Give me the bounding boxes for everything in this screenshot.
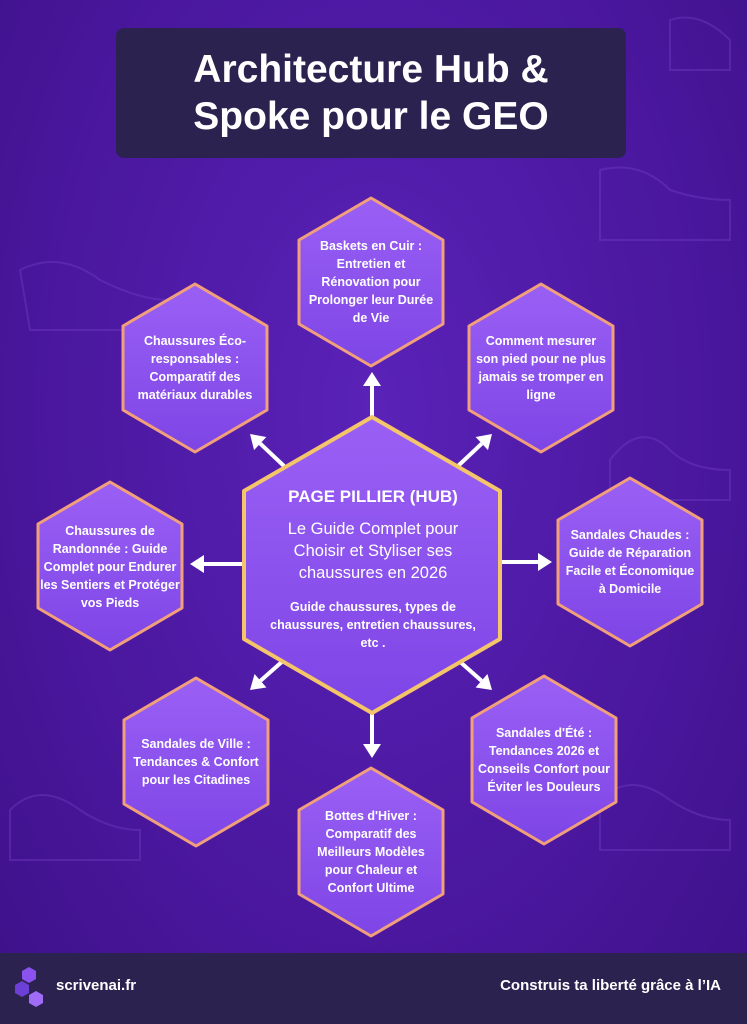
spoke-bottom-right-label: Sandales d'Été : Tendances 2026 et Conse… (478, 726, 610, 794)
hub-keywords: Guide chaussures, types de chaussures, e… (270, 600, 476, 650)
hexagon-right (556, 476, 704, 648)
spoke-left-label: Chaussures de Randonnée : Guide Complet … (40, 524, 180, 610)
hexagon-left (36, 480, 184, 652)
hexagon-top (297, 196, 445, 368)
spoke-top-left: Chaussures Éco-responsables : Comparatif… (128, 318, 262, 418)
spoke-top-left-label: Chaussures Éco-responsables : Comparatif… (137, 334, 253, 402)
hub-hexagon (242, 415, 502, 715)
hexagon-top-left (121, 282, 269, 454)
spoke-top-label: Baskets en Cuir : Entretien et Rénovatio… (308, 239, 434, 325)
spoke-bottom-right: Sandales d'Été : Tendances 2026 et Conse… (478, 708, 610, 812)
spoke-left: Chaussures de Randonnée : Guide Complet … (40, 512, 180, 622)
arrow-to-left (190, 555, 244, 573)
spoke-bottom-left-label: Sandales de Ville : Tendances & Confort … (133, 737, 259, 787)
spoke-bottom-label: Bottes d'Hiver : Comparatif des Meilleur… (317, 809, 425, 895)
title-panel: Architecture Hub & Spoke pour le GEO (116, 28, 626, 158)
footer-bar: scrivenai.fr Construis ta liberté grâce … (0, 953, 747, 1024)
spoke-right-label: Sandales Chaudes : Guide de Réparation F… (565, 528, 695, 596)
site-name: scrivenai.fr (56, 977, 137, 994)
spoke-bottom-left: Sandales de Ville : Tendances & Confort … (130, 712, 262, 812)
arrow-to-right (500, 553, 552, 571)
spoke-bottom: Bottes d'Hiver : Comparatif des Meilleur… (304, 802, 438, 902)
arrow-to-top-right (456, 434, 492, 468)
hexagon-top-right (467, 282, 615, 454)
arrow-to-top-left (250, 434, 286, 468)
hub-title: PAGE PILLIER (HUB) (288, 487, 458, 506)
arrow-to-bottom-right (456, 658, 492, 690)
hexagon-bottom (297, 766, 445, 938)
spoke-right: Sandales Chaudes : Guide de Réparation F… (562, 510, 698, 614)
page-title: Architecture Hub & Spoke pour le GEO (193, 48, 549, 138)
hexagon-bottom-right (470, 674, 618, 846)
spoke-top-right: Comment mesurer son pied pour ne plus ja… (476, 318, 606, 418)
spoke-top-right-label: Comment mesurer son pied pour ne plus ja… (476, 334, 606, 402)
hexagon-logo-icon (15, 967, 43, 1007)
hub-node: PAGE PILLIER (HUB) Le Guide Complet pour… (262, 470, 484, 652)
hub-subtitle: Le Guide Complet pour Choisir et Stylise… (287, 520, 459, 582)
arrow-to-top (363, 372, 381, 420)
arrow-to-bottom (363, 712, 381, 758)
hexagon-bottom-left (122, 676, 270, 848)
footer-tagline: Construis ta liberté grâce à l’IA (500, 977, 721, 994)
spoke-top: Baskets en Cuir : Entretien et Rénovatio… (304, 232, 438, 332)
arrow-to-bottom-left (250, 658, 286, 690)
